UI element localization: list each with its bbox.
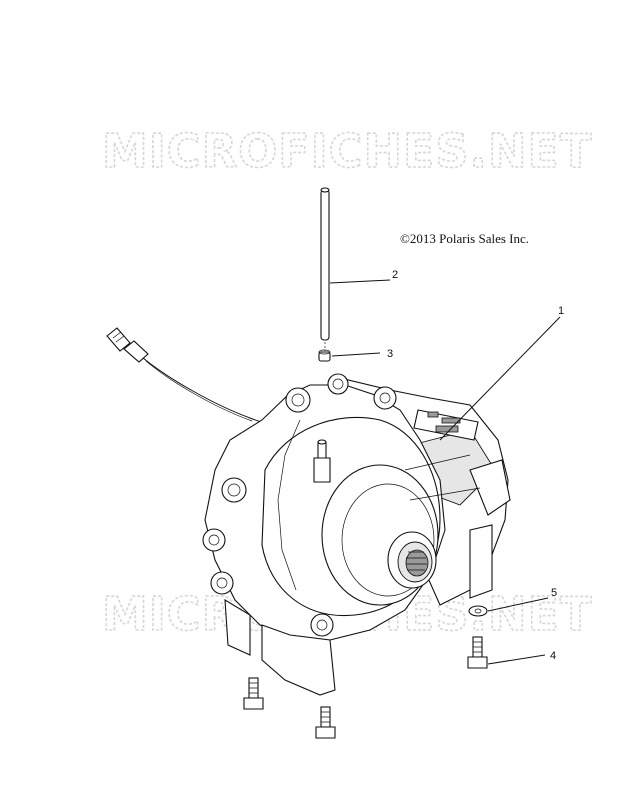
bolt-left	[243, 677, 264, 710]
copyright-text: ©2013 Polaris Sales Inc.	[400, 231, 529, 246]
callout-2-label: 2	[392, 269, 398, 281]
gearcase-assembly	[202, 373, 511, 696]
callout-1-leader	[439, 316, 561, 441]
bolt-right	[467, 636, 488, 669]
callout-1-label: 1	[558, 305, 564, 317]
callout-4-label: 4	[550, 650, 556, 662]
callout-3-leader	[331, 352, 381, 357]
callout-5-label: 5	[551, 587, 557, 599]
sensor-connector	[106, 327, 291, 431]
watermark-top: MICROFICHES.NET	[102, 124, 592, 178]
bolt-center	[315, 706, 336, 739]
callout-2-leader	[329, 279, 391, 284]
callout-4-leader	[487, 654, 546, 665]
tube-clamp	[318, 349, 331, 362]
vent-tube	[320, 187, 330, 341]
washer	[468, 605, 488, 617]
callout-5-leader	[487, 597, 549, 612]
callout-3-label: 3	[387, 348, 393, 360]
